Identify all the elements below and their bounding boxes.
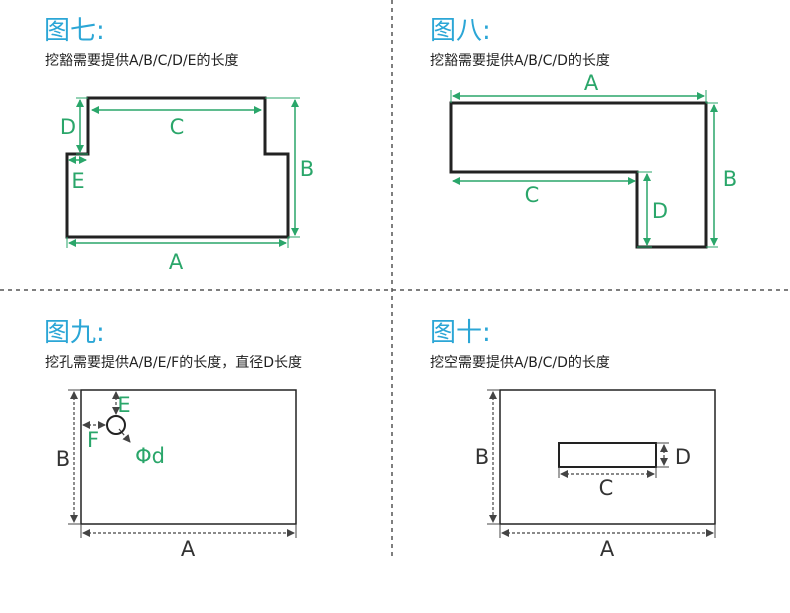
fig10-diagram: A B C D [475,389,716,561]
fig7-label-a: A [169,250,184,274]
fig9-label-diameter: Φd [135,444,165,468]
fig8-l-shape [449,101,708,249]
fig7-label-d: D [60,115,76,139]
fig10-label-c: C [599,476,614,500]
fig10-label-d: D [675,445,691,469]
fig7-label-c: C [170,115,185,139]
fig7-label-e: E [71,169,84,193]
fig8-title: 图八: [430,16,491,46]
fig9-description: 挖孔需要提供A/B/E/F的长度，直径D长度 [45,355,303,371]
fig9-label-f: F [87,428,99,452]
fig10-label-a: A [600,537,615,561]
fig9-hole-circle [106,415,126,435]
fig8-label-a: A [584,71,599,95]
fig8-label-c: C [525,183,540,207]
fig9-label-a: A [181,537,196,561]
fig9-panel-outline [80,389,297,525]
fig10-cutout-rect [558,442,657,468]
fig10-label-b: B [475,445,489,469]
fig7-diagram: A B C D E [60,96,314,274]
fig9-label-e: E [117,393,130,417]
fig8-label-b: B [723,167,737,191]
fig9-label-b: B [56,447,70,471]
fig7-title: 图七: [44,16,105,46]
fig7-label-b: B [300,157,314,181]
fig7-description: 挖豁需要提供A/B/C/D/E的长度 [45,53,239,69]
fig9-title: 图九: [44,318,105,348]
fig10-title: 图十: [430,318,491,348]
fig10-description: 挖空需要提供A/B/C/D的长度 [430,355,610,371]
fig8-label-d: D [652,199,668,223]
fig8-description: 挖豁需要提供A/B/C/D的长度 [430,53,610,69]
fig8-diagram: A B C D [449,71,737,249]
fig10-panel-outline [499,389,716,525]
fig9-diagram: A B E F Φd [56,389,297,561]
fig9-diameter-leader [118,428,131,443]
